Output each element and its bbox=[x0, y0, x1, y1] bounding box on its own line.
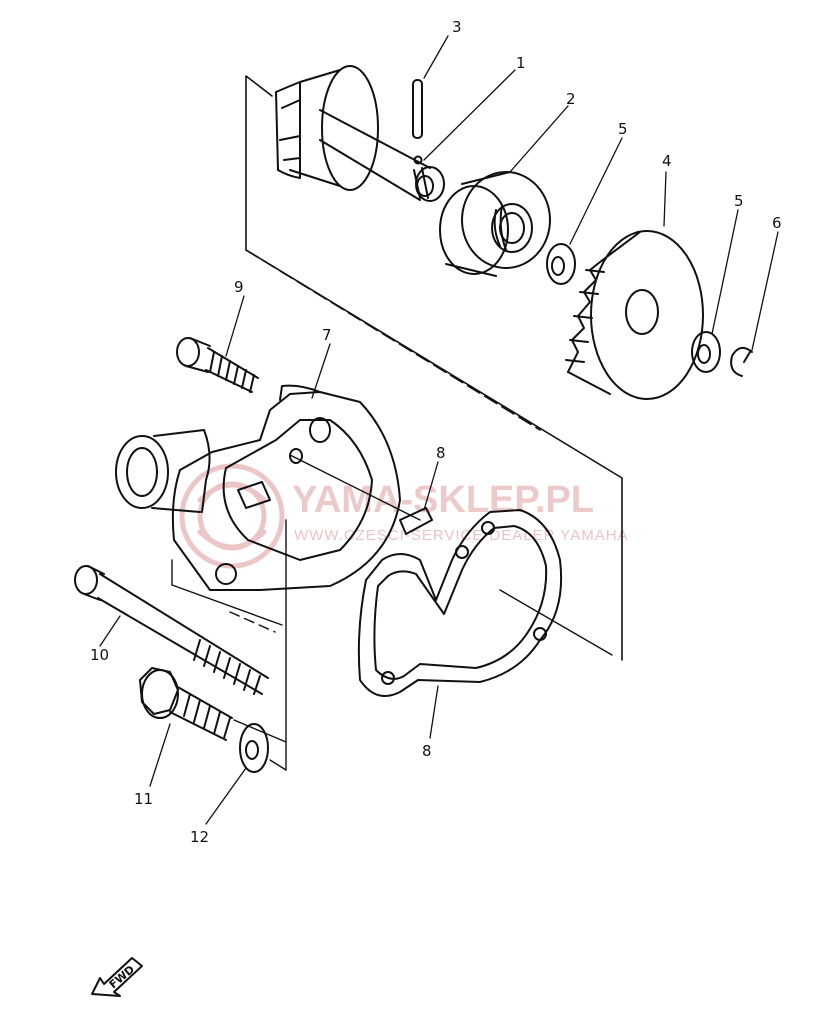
watermark: YAMA-SKLEP.PL WWW.CZESCI-SERVICE-DEALER … bbox=[179, 463, 629, 569]
fwd-arrow: FWD bbox=[91, 957, 143, 997]
callout-11: 10 bbox=[90, 646, 109, 664]
bolt-11 bbox=[74, 565, 269, 695]
gasket bbox=[357, 509, 563, 697]
watermark-title: YAMA-SKLEP.PL bbox=[292, 479, 594, 521]
bolt-12 bbox=[139, 667, 233, 741]
impeller-shaft bbox=[275, 65, 445, 202]
callout-1: 1 bbox=[516, 54, 526, 72]
callout-4: 4 bbox=[662, 152, 672, 170]
oil-seal bbox=[439, 171, 551, 277]
washer-upper bbox=[546, 243, 576, 285]
callout-5-lower: 5 bbox=[734, 192, 744, 210]
callout-10: 9 bbox=[234, 278, 244, 296]
dowel-pin bbox=[399, 507, 433, 535]
callout-2: 2 bbox=[566, 90, 576, 108]
callout-5-upper: 5 bbox=[618, 120, 628, 138]
impeller-shaft-gear bbox=[565, 230, 704, 400]
callout-13: 12 bbox=[190, 828, 209, 846]
circlip bbox=[730, 346, 753, 377]
bolt-10 bbox=[176, 337, 259, 393]
callout-9: 8 bbox=[436, 444, 446, 462]
callout-3: 3 bbox=[452, 18, 462, 36]
watermark-subtitle: WWW.CZESCI-SERVICE-DEALER YAMAHA bbox=[294, 527, 629, 544]
washer-lower bbox=[691, 331, 721, 373]
pin bbox=[412, 79, 423, 139]
callout-6: 6 bbox=[772, 214, 782, 232]
callout-12: 11 bbox=[134, 790, 153, 808]
callout-7: 7 bbox=[322, 326, 332, 344]
assembly-bracket-upper bbox=[245, 75, 623, 661]
leader-lines bbox=[99, 35, 779, 825]
callout-8: 8 bbox=[422, 742, 432, 760]
watermark-logo bbox=[179, 463, 285, 569]
water-pump-housing bbox=[115, 384, 401, 591]
washer-13 bbox=[239, 723, 269, 773]
callouts: 3 1 2 5 4 5 6 9 7 8 10 8 11 12 bbox=[90, 18, 782, 846]
